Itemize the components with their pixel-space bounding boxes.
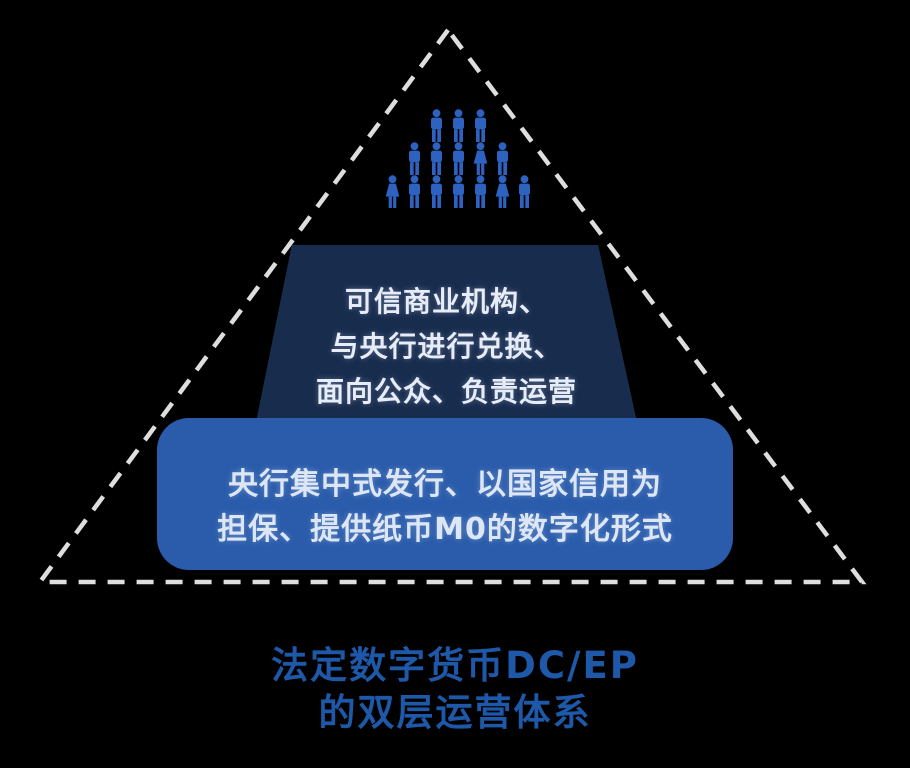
tier-central-bank-line: 央行集中式发行、以国家信用为 [227,467,662,502]
person-icon [408,142,420,175]
person-icon [452,109,464,142]
tier-commercial-institutions: 可信商业机构、 与央行进行兑换、 面向公众、负责运营 [256,245,637,422]
person-icon [385,175,399,208]
tier-commercial-line: 面向公众、负责运营 [315,375,577,408]
crowd-row [382,175,535,209]
person-icon [452,175,464,208]
person-icon [474,109,486,142]
person-icon [430,109,442,142]
person-icon [408,175,420,208]
person-icon [430,175,442,208]
caption-line: 法定数字货币DC/EP [271,644,639,687]
tier-commercial-line: 可信商业机构、 [344,285,548,318]
person-icon [496,142,508,175]
person-icon [430,142,442,175]
caption-line: 的双层运营体系 [318,691,592,734]
person-icon [495,175,509,208]
tier-central-bank-text: 央行集中式发行、以国家信用为 担保、提供纸币M0的数字化形式 [217,462,673,552]
crowd-row [426,109,491,143]
diagram-caption: 法定数字货币DC/EP 的双层运营体系 [0,642,910,736]
person-icon [474,175,486,208]
tier-central-bank-line: 担保、提供纸币M0的数字化形式 [217,512,673,547]
tier-commercial-text: 可信商业机构、 与央行进行兑换、 面向公众、负责运营 [316,279,577,414]
public-users-crowd [368,109,548,209]
tier-central-bank: 央行集中式发行、以国家信用为 担保、提供纸币M0的数字化形式 [157,418,733,570]
person-icon [518,175,530,208]
tier-commercial-line: 与央行进行兑换、 [330,330,563,363]
crowd-row [404,142,513,176]
person-icon [452,142,464,175]
person-icon [473,142,487,175]
